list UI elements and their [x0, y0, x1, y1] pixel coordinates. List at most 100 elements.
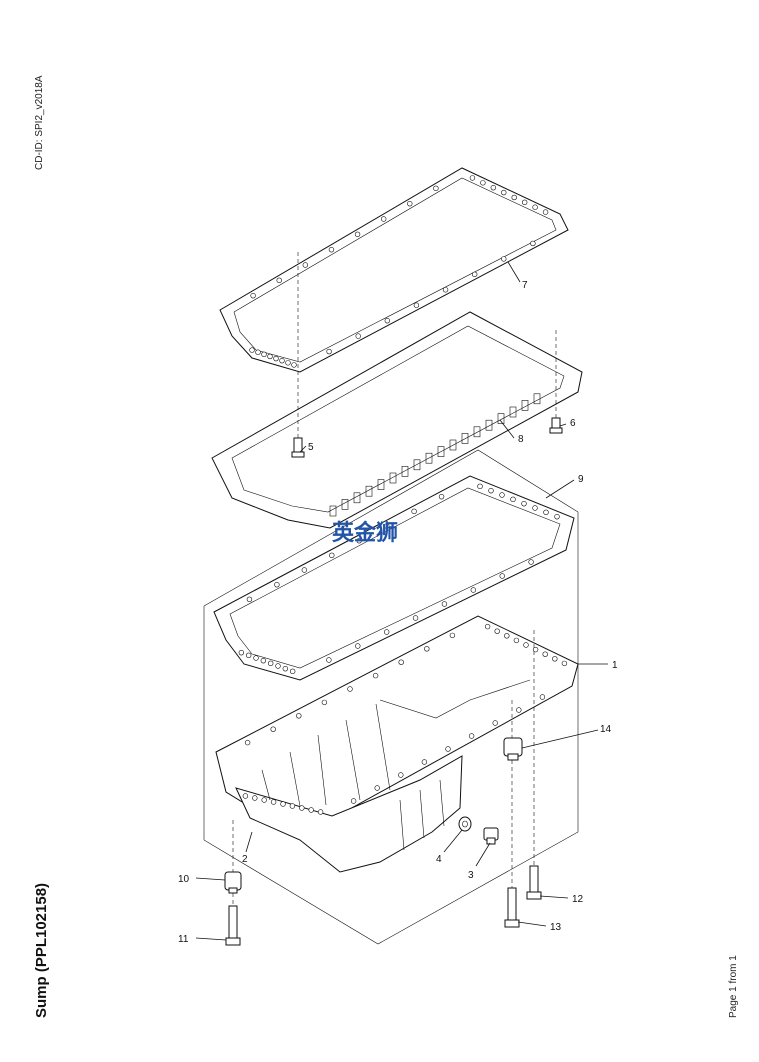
bolt-hole [270, 799, 277, 805]
bolt-hole [412, 615, 419, 621]
bolt-hole [242, 793, 249, 799]
bolt-hole [255, 349, 261, 355]
callout-13: 13 [550, 922, 562, 933]
bolt-hole [407, 200, 413, 207]
part-4-washer [458, 816, 472, 832]
bolt-hole [282, 665, 289, 672]
bolt-hole [328, 246, 335, 253]
frame-rib [425, 452, 433, 464]
frame-rib [461, 433, 469, 444]
bolt-hole [543, 509, 549, 516]
callout-9: 9 [578, 474, 584, 485]
bolt-hole [246, 596, 253, 603]
frame-rib [533, 393, 541, 405]
callout-10: 10 [178, 874, 190, 885]
callout-2: 2 [242, 854, 248, 865]
bolt-hole [513, 637, 520, 644]
frame-rib [389, 472, 397, 484]
bolt-hole [542, 209, 549, 215]
bolt-hole [273, 355, 279, 362]
bolt-hole [384, 317, 391, 324]
bolt-hole [539, 694, 546, 700]
bolt-hole [253, 655, 259, 661]
bolt-hole [438, 493, 445, 500]
bolt-hole [276, 277, 282, 284]
bolt-hole [238, 649, 245, 656]
bolt-hole [374, 785, 380, 791]
bolt-hole [329, 552, 335, 559]
part-8-ladder-frame [211, 311, 583, 529]
part-7-gasket [219, 167, 569, 373]
alignment-lines [232, 252, 557, 906]
bolt-hole [245, 652, 252, 659]
callout-8: 8 [518, 434, 524, 445]
bolt-hole [289, 668, 296, 675]
bolt-hole [302, 262, 309, 268]
bolt-hole [383, 523, 390, 529]
bolt-hole [516, 707, 522, 713]
frame-rib [329, 505, 337, 517]
bolt-hole [532, 204, 538, 210]
part-6-bolt [549, 417, 563, 434]
bolt-hole [492, 720, 498, 726]
bolt-hole [326, 348, 332, 355]
bolt-hole [347, 686, 353, 692]
bolt-hole [280, 801, 286, 807]
bolt-hole [350, 798, 357, 804]
bolt-hole [532, 505, 538, 511]
bolt-hole [504, 633, 510, 639]
bolt-hole [250, 292, 256, 299]
bolt-hole [326, 657, 332, 663]
bolt-hole [270, 726, 276, 732]
frame-rib [509, 406, 517, 418]
frame-rib [353, 492, 361, 504]
callout-12: 12 [572, 894, 584, 905]
part-5-bolt [291, 437, 305, 458]
callout-1: 1 [612, 660, 618, 671]
bolt-hole [355, 643, 361, 649]
callout-5: 5 [308, 442, 314, 453]
bolt-hole [449, 632, 456, 639]
frame-rib [401, 466, 409, 477]
frame-rib [437, 446, 445, 457]
bolt-hole [480, 180, 486, 186]
callout-7: 7 [522, 280, 528, 291]
bolt-hole [267, 660, 274, 667]
bolt-hole [274, 581, 280, 588]
bolt-hole [413, 302, 420, 308]
bolt-hole [372, 672, 379, 679]
bolt-hole [249, 347, 255, 353]
bolt-hole [421, 759, 428, 765]
bolt-hole [267, 353, 273, 360]
bolt-hole [383, 629, 390, 635]
bolt-hole [261, 351, 267, 358]
frame-rib [497, 413, 505, 424]
bolt-hole [398, 659, 404, 665]
bolt-hole [554, 513, 560, 520]
frame-rib [473, 426, 481, 438]
watermark-text: 英金狮 [332, 520, 398, 546]
bolt-hole [244, 739, 251, 746]
bolt-hole [285, 360, 291, 366]
bolt-hole [441, 601, 448, 607]
frame-rib [449, 439, 457, 451]
part-10-plug [224, 871, 242, 894]
frame-rib [521, 400, 529, 411]
bolt-hole [317, 809, 324, 815]
frame-rib [485, 419, 493, 431]
bolt-hole [521, 500, 527, 507]
bolt-hole [279, 357, 285, 364]
leader-lines [195, 261, 608, 941]
part-12-bolt [526, 865, 542, 900]
bolt-hole [521, 199, 528, 206]
bolt-hole [532, 646, 539, 653]
bolt-hole [528, 559, 534, 565]
bolt-hole [411, 508, 417, 515]
bolt-hole [494, 628, 500, 634]
bolt-hole [301, 567, 308, 573]
bolt-hole [501, 256, 507, 262]
frame-rib [413, 459, 421, 471]
bolt-hole [470, 587, 477, 593]
bolt-hole [445, 746, 451, 752]
